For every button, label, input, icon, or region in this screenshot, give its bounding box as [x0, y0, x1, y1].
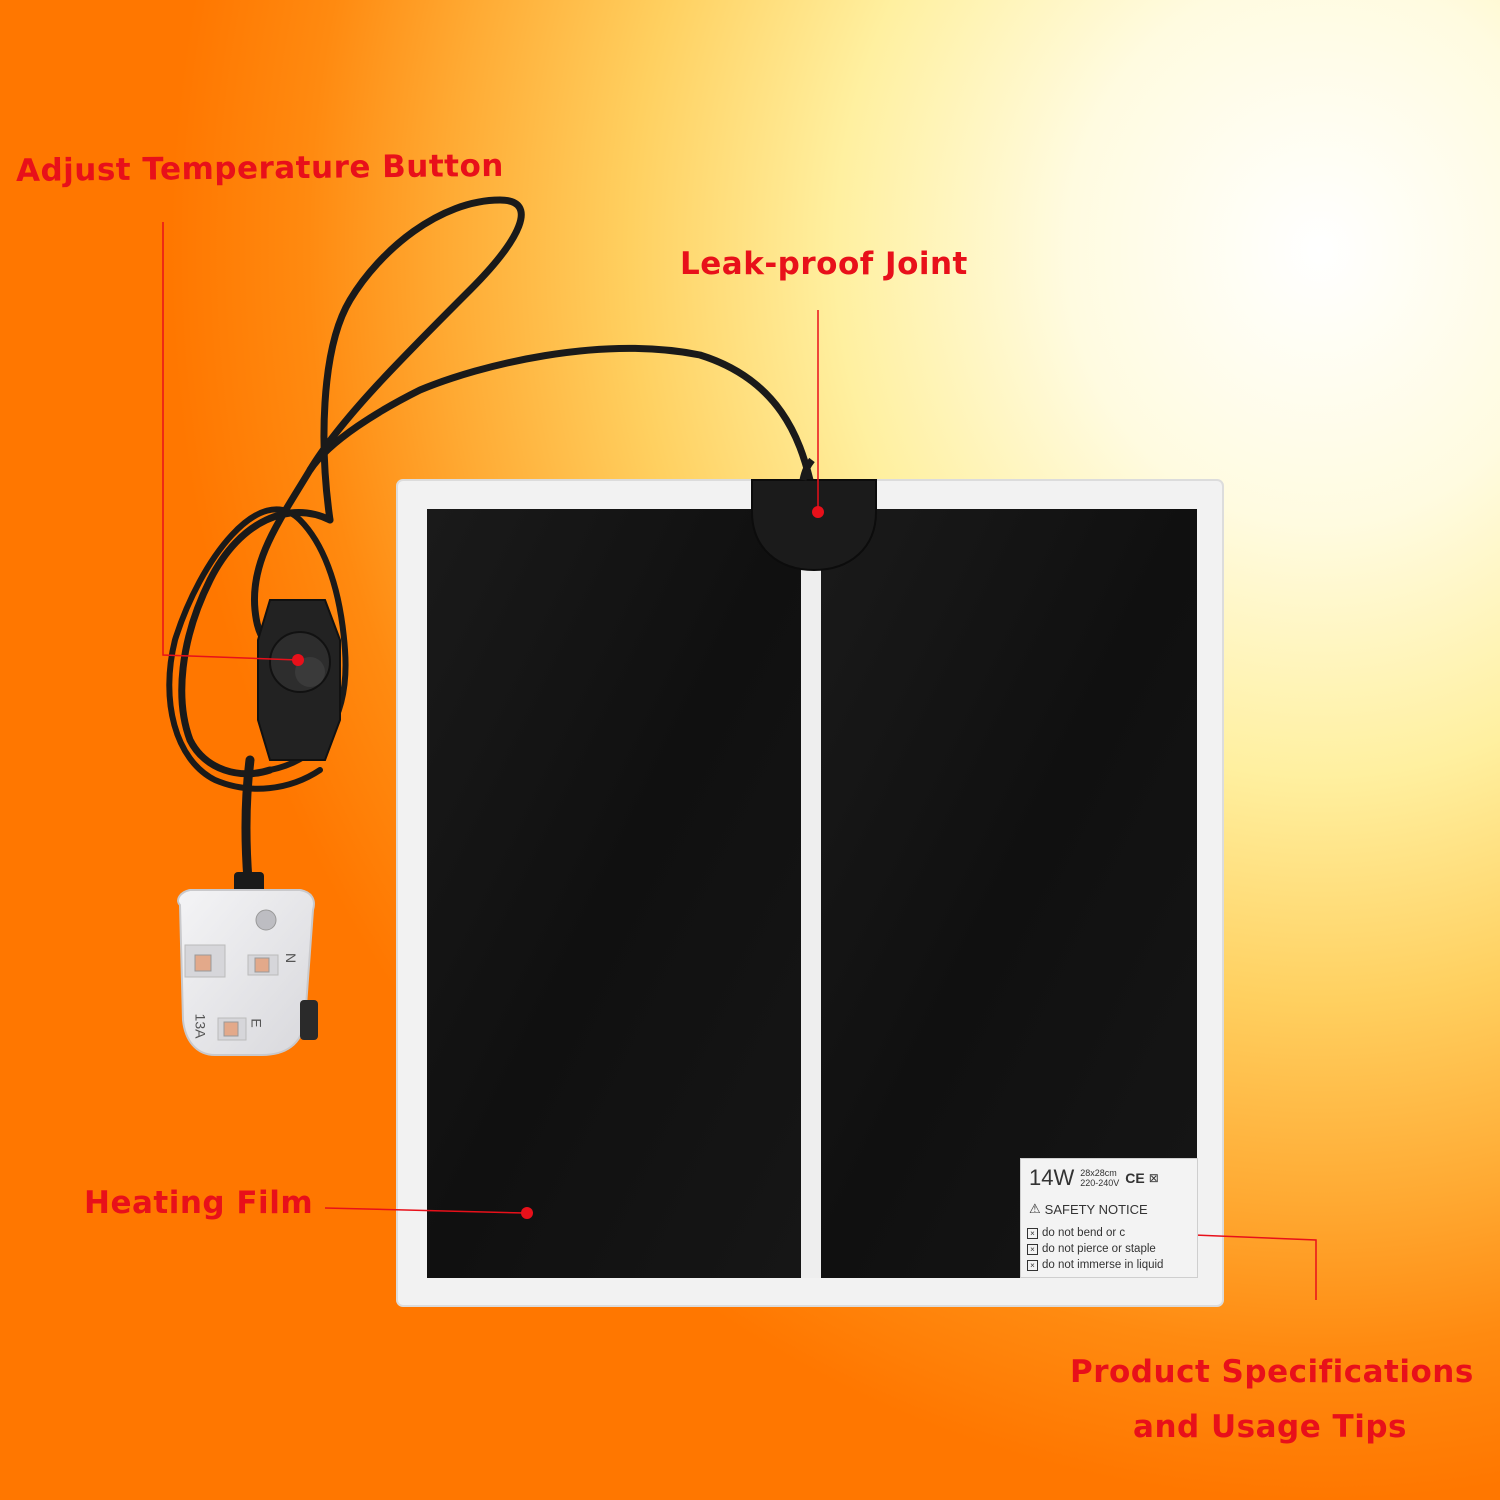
power-cable-loop — [306, 196, 525, 524]
warning-item: ×do not bend or c — [1027, 1225, 1163, 1241]
sticker-warnings: ×do not bend or c ×do not pierce or stap… — [1027, 1225, 1163, 1273]
callout-adjust-temperature: Adjust Temperature Button — [15, 147, 505, 189]
leader-product-specs — [1144, 1232, 1317, 1300]
sticker-voltage: 220-240V — [1080, 1178, 1120, 1188]
leader-heating-film — [324, 1207, 526, 1214]
dot-leak-proof — [812, 506, 824, 518]
heating-film-right — [821, 509, 1197, 1278]
spec-sticker: 14W 28x28cm 220-240V CE ⊠ ⚠ SAFETY NOTIC… — [1020, 1158, 1198, 1278]
power-cable-loop3 — [166, 506, 349, 792]
power-cable-upper — [250, 344, 814, 648]
sticker-ce-mark: CE — [1125, 1170, 1145, 1186]
leak-proof-joint — [751, 457, 877, 572]
sticker-safety-notice: ⚠ SAFETY NOTICE — [1029, 1201, 1148, 1217]
power-cable-lower — [241, 755, 255, 885]
warning-triangle-icon: ⚠ — [1029, 1201, 1041, 1216]
callout-product-specs-line2: and Usage Tips — [1133, 1409, 1407, 1445]
sticker-spec: 28x28cm 220-240V — [1080, 1168, 1119, 1188]
warning-item: ×do not pierce or staple — [1027, 1241, 1163, 1257]
safety-title: SAFETY NOTICE — [1044, 1201, 1148, 1217]
callout-lines — [162, 222, 1317, 1300]
heating-film-left — [427, 509, 801, 1278]
crossed-box-icon: × — [1027, 1243, 1038, 1255]
plug-terminal-n: N — [283, 952, 300, 964]
plug-rating: 13A — [192, 1013, 209, 1039]
callout-heating-film: Heating Film — [84, 1185, 314, 1221]
dot-adjust-temperature — [292, 654, 304, 666]
callout-product-specifications: Product Specifications and Usage Tips — [1070, 1345, 1474, 1455]
sticker-wattage: 14W — [1029, 1165, 1075, 1190]
film-divider — [801, 509, 821, 1278]
plug-terminal-e: E — [248, 1018, 265, 1028]
callout-product-specs-line1: Product Specifications — [1070, 1354, 1474, 1390]
dot-heating-film — [521, 1207, 533, 1219]
crossed-box-icon: × — [1027, 1227, 1038, 1239]
weee-bin-icon: ⊠ — [1148, 1171, 1159, 1185]
uk-plug — [177, 889, 318, 1056]
warning-item: ×do not immerse in liquid — [1027, 1257, 1163, 1273]
dimmer-switch — [257, 599, 341, 761]
sticker-size: 28x28cm — [1080, 1168, 1117, 1178]
crossed-box-icon: × — [1027, 1259, 1038, 1271]
callout-leak-proof-joint: Leak-proof Joint — [680, 246, 968, 282]
leader-adjust-temperature — [162, 222, 299, 661]
